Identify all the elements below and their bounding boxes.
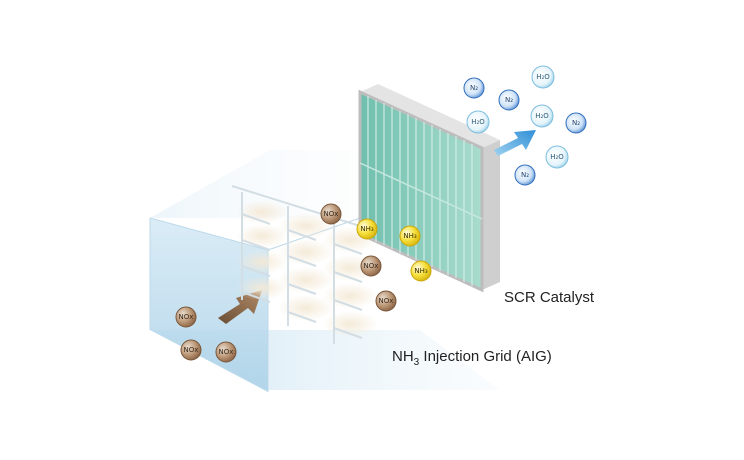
n2-molecule-label: N₂ <box>470 84 478 92</box>
nox-molecule-label: NOx <box>324 210 339 218</box>
n2-molecule: N₂ <box>463 77 485 99</box>
h2o-molecule-label: H₂O <box>535 112 549 120</box>
nox-molecule-circle <box>360 255 382 277</box>
scr-catalyst-block <box>358 84 500 293</box>
nox-molecule: NOx <box>215 341 237 363</box>
nh3-molecule-circle <box>399 225 421 247</box>
n2-molecule: N₂ <box>565 112 587 134</box>
aig-label-suffix: Injection Grid (AIG) <box>419 348 552 365</box>
nh3-molecule-circle <box>410 260 432 282</box>
nox-molecule-circle <box>215 341 237 363</box>
n2-molecule-circle <box>565 112 587 134</box>
n2-molecule-label: N₂ <box>505 96 513 104</box>
scr-catalyst-label: SCR Catalyst <box>504 289 595 306</box>
h2o-molecule-label: H₂O <box>471 118 485 126</box>
catalyst-top <box>360 84 500 148</box>
nox-molecule-circle <box>175 306 197 328</box>
nox-molecule-label: NOx <box>364 262 379 270</box>
aig-label-prefix: NH <box>392 348 414 365</box>
nox-molecule-circle <box>320 203 342 225</box>
h2o-molecule: H₂O <box>466 110 490 134</box>
nh3-molecule-label: NH₃ <box>414 267 428 275</box>
catalyst-side <box>482 140 500 290</box>
nox-molecule: NOx <box>375 290 397 312</box>
h2o-molecule: H₂O <box>531 65 555 89</box>
n2-molecule: N₂ <box>498 89 520 111</box>
n2-molecule-circle <box>514 164 536 186</box>
h2o-molecule-label: H₂O <box>550 153 564 161</box>
n2-molecule-circle <box>498 89 520 111</box>
aig-label: NH3 Injection Grid (AIG) <box>392 348 552 368</box>
n2-molecule-label: N₂ <box>521 171 529 179</box>
h2o-molecule-circle <box>530 104 554 128</box>
h2o-molecule-circle <box>531 65 555 89</box>
nox-molecule-label: NOx <box>179 313 194 321</box>
h2o-molecule: H₂O <box>545 145 569 169</box>
h2o-molecule-circle <box>545 145 569 169</box>
nox-molecule: NOx <box>360 255 382 277</box>
nh3-molecule-circle <box>356 218 378 240</box>
h2o-molecule-label: H₂O <box>536 73 550 81</box>
nh3-molecule: NH₃ <box>410 260 432 282</box>
nh3-molecule-label: NH₃ <box>403 232 417 240</box>
nox-molecule: NOx <box>320 203 342 225</box>
n2-molecule: N₂ <box>514 164 536 186</box>
nh3-molecule: NH₃ <box>399 225 421 247</box>
nox-molecule-label: NOx <box>219 348 234 356</box>
nh3-molecule-label: NH₃ <box>360 225 374 233</box>
n2-molecule-circle <box>463 77 485 99</box>
h2o-molecule: H₂O <box>530 104 554 128</box>
nox-molecule: NOx <box>180 339 202 361</box>
n2-molecule-label: N₂ <box>572 119 580 127</box>
h2o-molecule-circle <box>466 110 490 134</box>
nox-molecule-circle <box>180 339 202 361</box>
nox-molecule-circle <box>375 290 397 312</box>
aig-label-subscript: 3 <box>414 357 420 368</box>
outlet-arrow <box>494 130 536 156</box>
nh3-molecule: NH₃ <box>356 218 378 240</box>
nox-molecule-label: NOx <box>184 346 199 354</box>
nox-molecule-label: NOx <box>379 297 394 305</box>
nox-molecule: NOx <box>175 306 197 328</box>
